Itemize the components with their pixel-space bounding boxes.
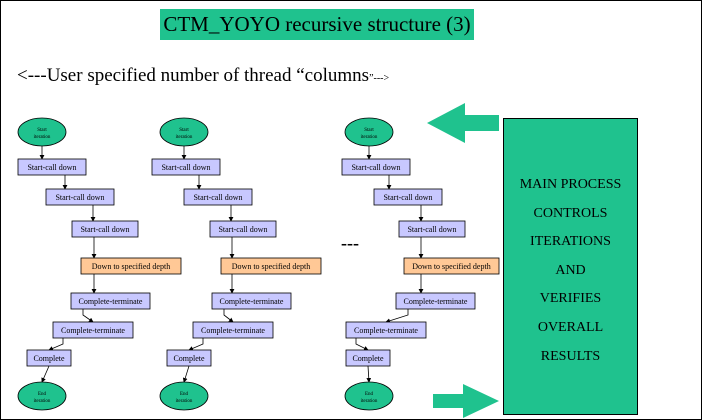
flow-label: Start bbox=[179, 128, 189, 133]
main-process-line: OVERALL bbox=[537, 319, 604, 335]
complete-box: Complete bbox=[26, 349, 72, 367]
thread-columns-caption: <---User specified number of thread “col… bbox=[17, 65, 389, 87]
complete-terminate-box: Complete-terminate bbox=[192, 321, 274, 339]
flow-label: Start-call down bbox=[161, 163, 210, 172]
flow-label: Start-call down bbox=[80, 225, 129, 234]
main-process-text: MAIN PROCESS CONTROLS ITERATIONS AND VERIFIE… bbox=[504, 171, 637, 371]
complete-box: Complete bbox=[166, 349, 212, 367]
flow-arrow bbox=[385, 309, 409, 324]
flow-label: End bbox=[365, 392, 374, 397]
flow-label: Complete-terminate bbox=[404, 297, 468, 306]
flow-arrow bbox=[223, 309, 234, 323]
start-call-down-box: Start-call down bbox=[71, 220, 139, 238]
flow-arrow bbox=[366, 365, 372, 383]
start-call-down-box: Start-call down bbox=[183, 188, 253, 206]
flow-label: iteration bbox=[176, 135, 193, 140]
thread-columns-caption-tail: ”---> bbox=[369, 73, 390, 84]
flow-arrow bbox=[41, 365, 50, 383]
main-process-box: MAIN PROCESS CONTROLS ITERATIONS AND VERIFIE… bbox=[503, 118, 638, 415]
flow-label: iteration bbox=[34, 135, 51, 140]
thread-columns-caption-main: <---User specified number of thread “col… bbox=[17, 65, 370, 86]
start-call-down-box: Start-call down bbox=[209, 220, 277, 238]
complete-terminate-box: Complete-terminate bbox=[395, 292, 476, 310]
complete-terminate-box: Complete-terminate bbox=[70, 292, 151, 310]
flow-label: Start-call down bbox=[351, 163, 400, 172]
end-iteration-oval: End iteration bbox=[17, 381, 67, 411]
flow-label: End bbox=[38, 392, 47, 397]
flow-label: Down to specified depth bbox=[232, 262, 310, 271]
flow-label: iteration bbox=[361, 399, 378, 404]
main-process-line: CONTROLS bbox=[533, 205, 608, 221]
flow-label: iteration bbox=[361, 135, 378, 140]
flow-label: Start-call down bbox=[407, 225, 456, 234]
flow-label: iteration bbox=[176, 399, 193, 404]
flow-label: iteration bbox=[34, 399, 51, 404]
start-call-down-box: Start-call down bbox=[17, 158, 87, 176]
complete-terminate-box: Complete-terminate bbox=[211, 292, 292, 310]
start-call-down-box: Start-call down bbox=[373, 188, 443, 206]
main-process-line: ITERATIONS bbox=[530, 234, 611, 250]
flow-label: End bbox=[180, 392, 189, 397]
main-process-line: MAIN PROCESS bbox=[519, 177, 622, 192]
flow-label: Start bbox=[364, 128, 374, 133]
flow-label: Complete bbox=[352, 354, 384, 363]
flow-label: Start-call down bbox=[193, 193, 242, 202]
left-arrow-icon bbox=[427, 103, 499, 143]
end-iteration-oval: End iteration bbox=[159, 381, 209, 411]
more-columns-ellipsis: --- bbox=[341, 233, 359, 253]
start-call-down-box: Start-call down bbox=[398, 220, 466, 238]
specified-depth-box: Down to specified depth bbox=[403, 257, 500, 275]
flow-arrow bbox=[188, 338, 204, 351]
flow-label: Start-call down bbox=[218, 225, 267, 234]
complete-terminate-box: Complete-terminate bbox=[52, 321, 134, 339]
flow-label: Complete-terminate bbox=[220, 297, 284, 306]
end-iteration-oval: End iteration bbox=[344, 381, 394, 411]
flow-label: Start bbox=[37, 128, 47, 133]
flow-label: Start-call down bbox=[55, 193, 104, 202]
flow-label: Complete bbox=[173, 354, 205, 363]
flow-label: Start-call down bbox=[27, 163, 76, 172]
start-call-down-box: Start-call down bbox=[45, 188, 115, 206]
flow-label: Complete-terminate bbox=[61, 326, 125, 335]
main-process-line: VERIFIES bbox=[539, 291, 602, 307]
flow-label: Complete-terminate bbox=[354, 326, 418, 335]
flow-arrow bbox=[182, 365, 190, 383]
main-process-line: RESULTS bbox=[540, 348, 601, 364]
slide-title: CTM_YOYO recursive structure (3) bbox=[160, 9, 474, 40]
flow-label: Start-call down bbox=[383, 193, 432, 202]
flow-label: Complete-terminate bbox=[79, 297, 143, 306]
start-call-down-box: Start-call down bbox=[341, 158, 411, 176]
start-iteration-oval: Start iteration bbox=[159, 117, 209, 147]
start-iteration-oval: Start iteration bbox=[344, 117, 394, 147]
flow-label: Down to specified depth bbox=[92, 262, 170, 271]
flow-arrow bbox=[355, 338, 369, 351]
start-call-down-box: Start-call down bbox=[151, 158, 221, 176]
flow-label: Complete-terminate bbox=[201, 326, 265, 335]
right-arrow-icon bbox=[433, 384, 499, 418]
flow-label: Down to specified depth bbox=[412, 262, 490, 271]
flow-label: Complete bbox=[33, 354, 65, 363]
specified-depth-box: Down to specified depth bbox=[220, 257, 322, 275]
complete-box: Complete bbox=[345, 349, 391, 367]
start-iteration-oval: Start iteration bbox=[17, 117, 67, 147]
flow-arrow bbox=[48, 338, 64, 351]
flow-arrow bbox=[82, 309, 94, 323]
main-process-line: AND bbox=[555, 262, 586, 278]
specified-depth-box: Down to specified depth bbox=[80, 257, 182, 275]
complete-terminate-box: Complete-terminate bbox=[345, 321, 427, 339]
